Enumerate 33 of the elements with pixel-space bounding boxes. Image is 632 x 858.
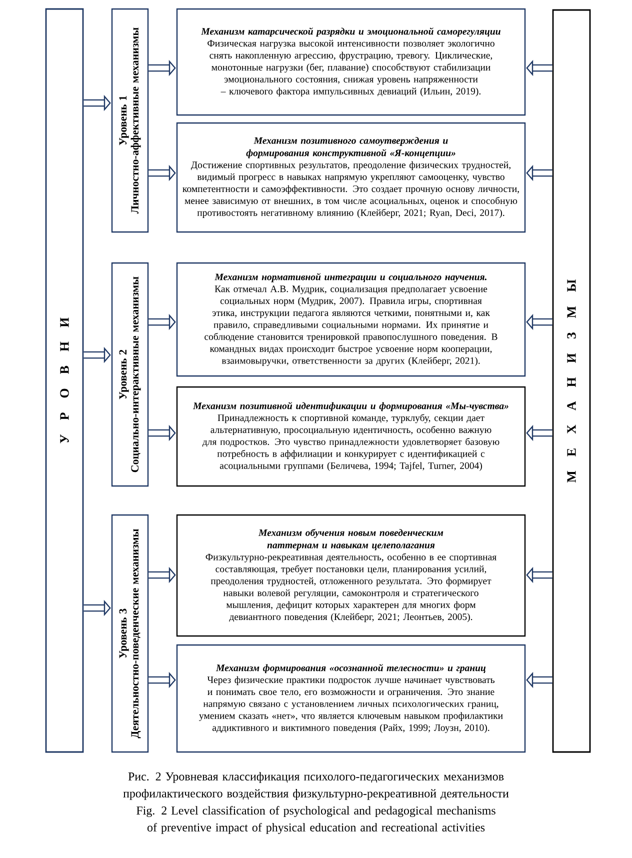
mechanism-description: Физкультурно-рекреативная деятельность, особенно в ее спортивная составляющая, требует постановки цели, планирования усилий, преодоления трудностей, отложенного результата. Это формирует навыки волевой регуляции, самоконтроля и стратегического мышления, дефицит которых характерен для многих форм девиантного поведения (Клейберг, 2021; Леонтьев, 2005). [206, 553, 496, 622]
level-label: Уровень 2 [119, 350, 129, 400]
level-box [111, 8, 149, 233]
band-title: М Е Х А Н И З М Ы [567, 279, 576, 483]
figure-caption: Fig. 2 Level classification of psychological and pedagogical mechanisms of preventive impact of physical education and recreational activities [136, 806, 496, 834]
mechanism-description: Через физические практики подросток лучше начинает чувствовать и понимать свое тело, его возможности и ограничения. Это знание напрямую связано с установлением личных психологических границ, умением сказать «нет», что является ключевым навыком профилактики аддиктивного и виктимного поведения (Райх, 1999; Лоузн, 2010). [199, 676, 503, 733]
mechanism-title: Механизм катарсической разрядки и эмоциональной саморегуляции [201, 28, 500, 37]
mechanism-box [176, 122, 526, 233]
level-label: Социально-интерактивные механизмы [131, 276, 141, 472]
mechanism-box [176, 386, 526, 487]
mechanism-title: Механизм позитивного самоутверждения и формирования конструктивной «Я-концепции» [246, 136, 456, 158]
mechanism-box [176, 262, 526, 377]
mechanism-description: Физическая нагрузка высокой интенсивности позволяет экологично снять накопленную агрессию, фрустрацию, тревогу. Циклические, монотонные нагрузки (бег, плавание) способствуют стабилизации эмоционального состояния, снижая уровень напряженности – ключевого фактора импульсивных девиаций (Ильин, 2019). [208, 40, 494, 96]
level-label: Деятельностно-поведенческие механизмы [131, 528, 141, 738]
figure-caption: Рис. 2 Уровневая классификация психолого-педагогических механизмов профилактического воздействия физкультурно-рекреативной деятельности [123, 772, 509, 800]
side-band [45, 8, 84, 753]
mechanism-title: Механизм позитивной идентификации и формирования «Мы-чувства» [192, 402, 508, 412]
mechanism-box [176, 8, 526, 116]
mechanism-description: Достижение спортивных результатов, преодоление физических трудностей, видимый прогресс в навыках напрямую укрепляют самооценку, чувство компетентности и самоэффективности. Это создает прочную основу личности, менее зависимую от внешних, в том числе асоциальных, оценок и способную противостоять негативному влиянию (Клейберг, 2021; Ryan, Deci, 2017). [182, 161, 519, 218]
mechanism-box [176, 644, 526, 753]
mechanism-description: Как отмечал А.В. Мудрик, социализация предполагает усвоение социальных норм (Мудрик, 2007). Правила игры, спортивная этика, инструкции педагога являются четкими, понятными и, как правило, справедливыми социальными нормами. Их принятие и соблюдение становится тренировкой правопослушного поведения. В командных видах происходит быстрое усвоение норм кооперации, взаимовыручки, ответственности за других (Клейберг, 2021). [204, 286, 498, 366]
mechanism-box [176, 514, 526, 637]
level-box [111, 262, 149, 487]
level-label: Уровень 3 [119, 608, 129, 658]
mechanism-title: Механизм формирования «осознанной телесности» и границ [216, 664, 486, 674]
mechanism-title: Механизм нормативной интеграции и социального научения. [214, 273, 486, 282]
level-label: Уровень 1 [119, 96, 129, 146]
level-label: Личностно-аффективные механизмы [130, 28, 141, 214]
mechanism-title: Механизм обучения новым поведенческим паттернам и навыкам целеполагания [258, 528, 444, 550]
band-title: У Р О В Н И [60, 318, 69, 444]
side-band [552, 9, 591, 753]
level-box [111, 514, 149, 753]
mechanism-description: Принадлежность к спортивной команде, турклубу, секции дает альтернативную, просоциальную идентичность, особенно важную для подростков. Это чувство принадлежности удовлетворяет базовую потребность в аффилиации и конкурирует с идентификацией с асоциальными группами (Беличева, 1994; Tajfel, Turner, 2004) [202, 414, 500, 471]
